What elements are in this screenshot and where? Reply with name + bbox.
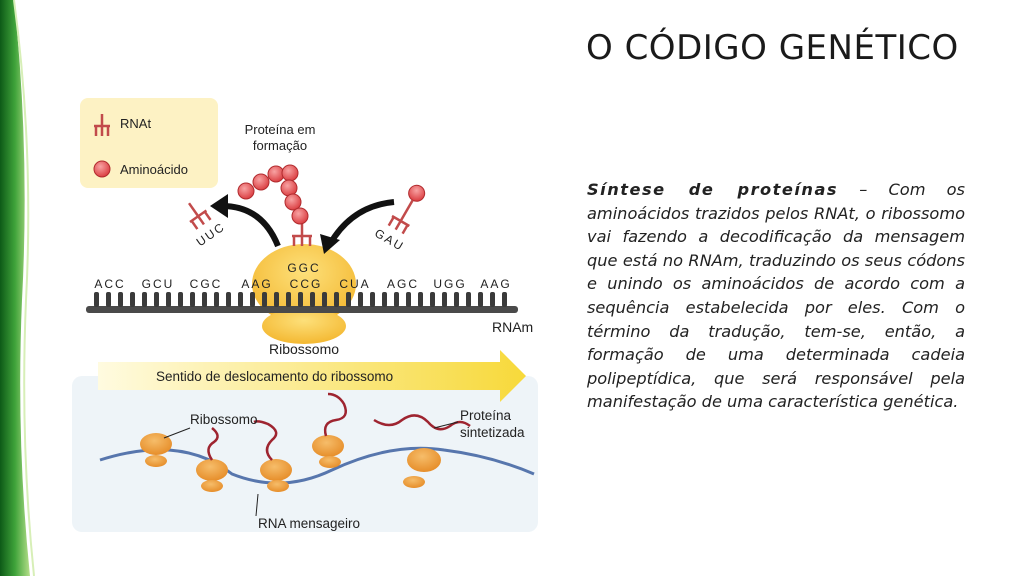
mrna-base bbox=[430, 292, 435, 307]
mrna-base bbox=[466, 292, 471, 307]
mrna-base bbox=[94, 292, 99, 307]
center-anticodon: GGC bbox=[287, 261, 320, 275]
codon: GCU bbox=[142, 277, 175, 291]
mrna-base bbox=[394, 292, 399, 307]
mrna-base bbox=[406, 292, 411, 307]
mrna-base bbox=[130, 292, 135, 307]
mrna-base bbox=[382, 292, 387, 307]
body-paragraph: Síntese de proteínas – Com os aminoácido… bbox=[587, 178, 965, 414]
curved-arrow-right bbox=[320, 199, 395, 254]
codon: CCG bbox=[290, 277, 323, 291]
curved-arrow-left bbox=[210, 194, 281, 248]
codon-row: ACC GCU CGC AAG CCG CUA AGC UGG AAG bbox=[94, 277, 511, 291]
mrna-base bbox=[418, 292, 423, 307]
direction-arrow bbox=[98, 350, 526, 402]
mrna-base bbox=[478, 292, 483, 307]
mrna-base bbox=[250, 292, 255, 307]
polysome bbox=[99, 392, 535, 517]
codon: AAG bbox=[480, 277, 511, 291]
mrna-base bbox=[262, 292, 267, 307]
legend-trna-label: RNAt bbox=[120, 116, 151, 131]
mrna-base bbox=[226, 292, 231, 307]
page-title: O CÓDIGO GENÉTICO bbox=[586, 28, 959, 68]
legend-aminoacid-label: Aminoácido bbox=[120, 162, 188, 177]
mrna-base bbox=[238, 292, 243, 307]
mrna-base bbox=[454, 292, 459, 307]
mrna-full-label: RNA mensageiro bbox=[258, 516, 360, 531]
bottom-ribosome-label: Ribossomo bbox=[190, 412, 258, 427]
ribosome-small bbox=[262, 308, 346, 344]
mrna-base bbox=[178, 292, 183, 307]
body-heading: Síntese de proteínas bbox=[587, 180, 839, 199]
mrna-base bbox=[370, 292, 375, 307]
body-text: – Com os aminoácidos trazidos pelos RNAt… bbox=[587, 180, 965, 412]
decorative-green-stripe bbox=[0, 0, 36, 576]
protein-synth-label-2: sintetizada bbox=[460, 425, 525, 440]
mrna-base bbox=[334, 292, 339, 307]
mrna-base bbox=[274, 292, 279, 307]
protein-forming-label-1: Proteína em bbox=[245, 122, 316, 137]
mrna-base bbox=[190, 292, 195, 307]
mrna-strand bbox=[86, 292, 518, 313]
direction-label: Sentido de deslocamento do ribossomo bbox=[156, 369, 393, 384]
left-anticodon: UUC bbox=[194, 219, 228, 249]
mrna-bases bbox=[94, 292, 507, 307]
codon: ACC bbox=[94, 277, 125, 291]
protein-forming-label-2: formação bbox=[253, 138, 307, 153]
right-trna: GAU bbox=[372, 184, 426, 254]
mrna-base bbox=[286, 292, 291, 307]
protein-chain bbox=[237, 164, 309, 225]
lower-panel bbox=[72, 376, 538, 532]
mrna-base bbox=[502, 292, 507, 307]
mrna-base bbox=[118, 292, 123, 307]
codon: AAG bbox=[241, 277, 272, 291]
mrna-base bbox=[166, 292, 171, 307]
mrna-base bbox=[490, 292, 495, 307]
mrna-base bbox=[310, 292, 315, 307]
mrna-base bbox=[202, 292, 207, 307]
ribosome-label: Ribossomo bbox=[269, 341, 339, 357]
aminoacid-icon bbox=[93, 160, 111, 178]
mrna-base bbox=[154, 292, 159, 307]
mrna-base bbox=[106, 292, 111, 307]
mrna-base bbox=[358, 292, 363, 307]
mrna-base bbox=[214, 292, 219, 307]
mrna-base bbox=[442, 292, 447, 307]
codon: AGC bbox=[387, 277, 419, 291]
trna-icon bbox=[94, 114, 110, 136]
mrna-base bbox=[298, 292, 303, 307]
mrna-base bbox=[322, 292, 327, 307]
codon: CUA bbox=[339, 277, 370, 291]
mrna-base bbox=[346, 292, 351, 307]
protein-synthesis-figure: RNAt Aminoácido Proteína em formação ACC… bbox=[72, 94, 542, 534]
legend-box: RNAt Aminoácido bbox=[80, 98, 218, 188]
mrna-label: RNAm bbox=[492, 319, 533, 335]
protein-synth-label-1: Proteína bbox=[460, 408, 512, 423]
right-anticodon: GAU bbox=[372, 226, 407, 254]
mrna-base bbox=[142, 292, 147, 307]
codon: UGG bbox=[433, 277, 466, 291]
codon: CGC bbox=[190, 277, 223, 291]
